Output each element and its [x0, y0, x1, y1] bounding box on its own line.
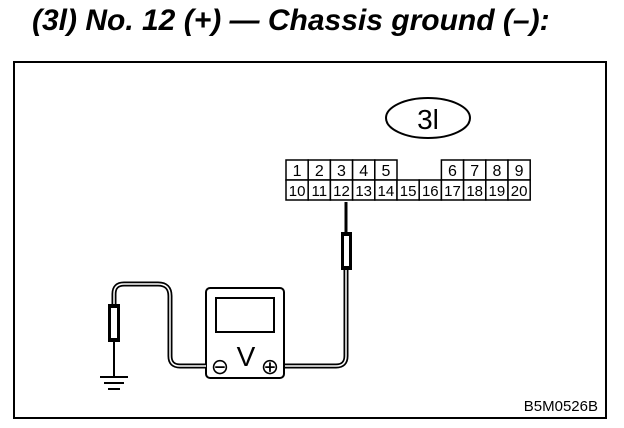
voltmeter-symbol: V [237, 341, 256, 372]
terminal-16: 16 [422, 183, 439, 200]
terminal-10: 10 [289, 183, 306, 200]
terminal-14: 14 [378, 183, 395, 200]
terminal-7: 7 [470, 163, 479, 180]
terminal-20-cell [507, 179, 531, 201]
chassis-ground-icon [100, 376, 128, 390]
positive-lead-wire-lower [284, 270, 349, 369]
voltmeter-negative-terminal: ⊖ [211, 354, 229, 379]
terminal-18: 18 [466, 183, 483, 200]
connector-label-oval [385, 97, 471, 139]
terminal-11: 11 [312, 183, 328, 200]
negative-lead-wire [111, 281, 206, 369]
terminal-8: 8 [492, 163, 501, 180]
terminal-2: 2 [315, 163, 324, 180]
voltmeter-display [215, 297, 275, 333]
connector-label: 3l [417, 104, 439, 135]
terminal-20: 20 [511, 183, 528, 200]
figure-code: B5M0526B [524, 398, 598, 415]
terminal-12: 12 [333, 183, 350, 200]
terminal-5: 5 [381, 163, 390, 180]
diagram-frame [13, 61, 607, 419]
voltmeter-positive-terminal: ⊕ [261, 354, 279, 379]
terminal-3: 3 [337, 163, 346, 180]
diagram-title: (3l) No. 12 (+) — Chassis ground (–): [32, 4, 550, 37]
terminal-1: 1 [293, 163, 302, 180]
terminal-9: 9 [515, 163, 524, 180]
terminal-15: 15 [400, 183, 417, 200]
terminal-19: 19 [489, 183, 506, 200]
terminal-17: 17 [444, 183, 461, 200]
terminal-6: 6 [448, 163, 457, 180]
terminal-4: 4 [359, 163, 368, 180]
terminal-13: 13 [355, 183, 372, 200]
